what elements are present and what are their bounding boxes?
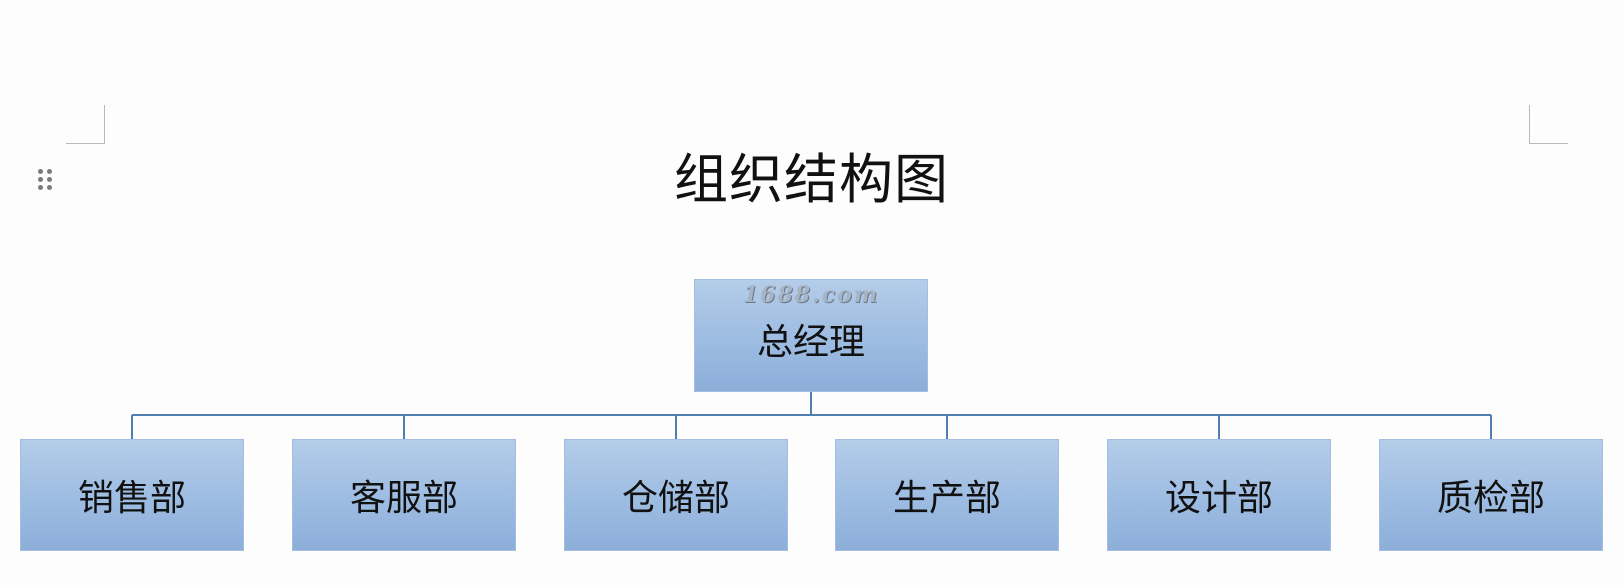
page-corner-mark-top-right xyxy=(1529,105,1568,144)
org-node-production[interactable]: 生产部 xyxy=(835,439,1059,551)
watermark-logo: 1688.com xyxy=(742,282,880,308)
drag-handle-icon[interactable] xyxy=(38,169,52,191)
org-node-label: 仓储部 xyxy=(621,478,730,519)
org-node-label: 总经理 xyxy=(756,321,865,363)
org-node-warehouse[interactable]: 仓储部 xyxy=(564,439,788,551)
org-node-label: 客服部 xyxy=(349,478,458,519)
page-title: 组织结构图 xyxy=(674,148,949,211)
page-corner-mark-top-left xyxy=(66,105,105,144)
org-node-design[interactable]: 设计部 xyxy=(1107,439,1331,551)
org-node-label: 设计部 xyxy=(1164,478,1273,519)
org-node-label: 生产部 xyxy=(892,478,1001,519)
org-node-label: 销售部 xyxy=(77,478,186,519)
org-node-label: 质检部 xyxy=(1436,478,1545,519)
org-node-customer-service[interactable]: 客服部 xyxy=(292,439,516,551)
org-node-quality-inspection[interactable]: 质检部 xyxy=(1379,439,1603,551)
org-node-sales[interactable]: 销售部 xyxy=(20,439,244,551)
org-node-general-manager[interactable]: 1688.com 总经理 xyxy=(694,279,928,392)
